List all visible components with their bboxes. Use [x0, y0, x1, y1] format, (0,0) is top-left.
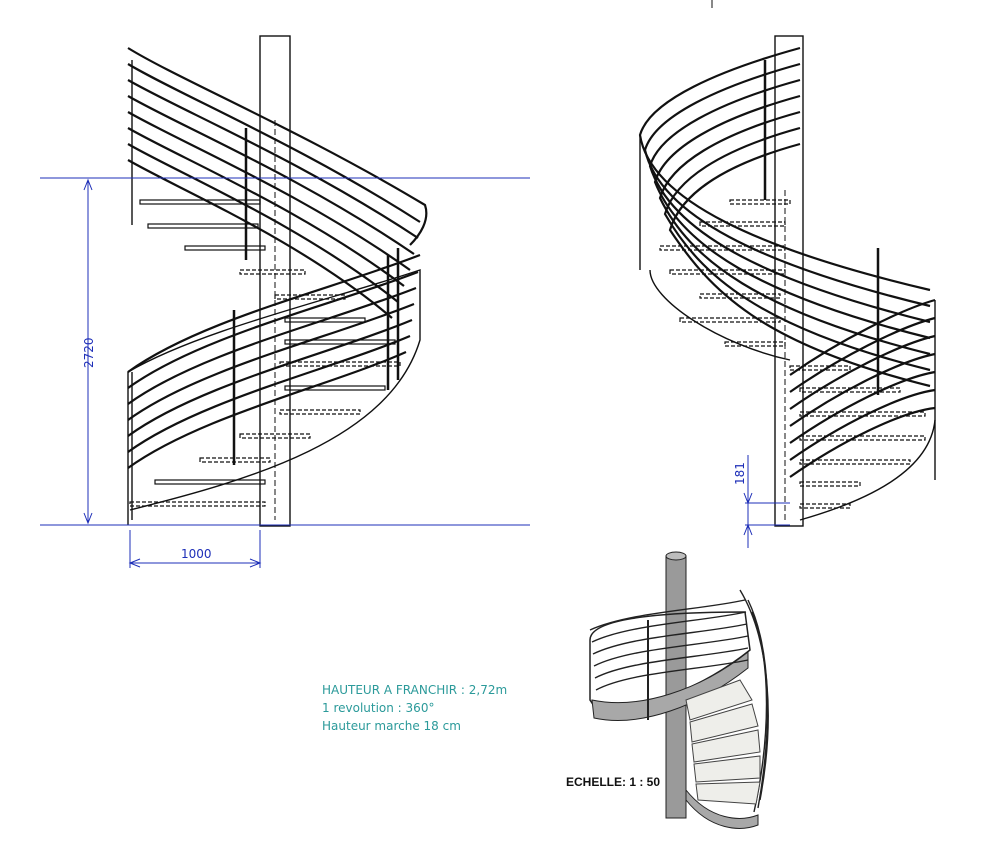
step-dimension-label: 181 [733, 462, 747, 485]
front-elevation [127, 35, 428, 527]
front-column [259, 35, 291, 527]
note-revolution: 1 revolution : 360° [322, 701, 434, 715]
note-step-height: Hauteur marche 18 cm [322, 719, 461, 733]
note-height: HAUTEUR A FRANCHIR : 2,72m [322, 683, 507, 697]
scale-label: ECHELLE: 1 : 50 [566, 775, 660, 789]
width-dimension-label: 1000 [181, 547, 212, 561]
notes-block: HAUTEUR A FRANCHIR : 2,72m 1 revolution … [322, 683, 507, 733]
front-lower-rails [127, 253, 421, 469]
side-elevation [638, 35, 936, 527]
front-stringer [127, 269, 421, 525]
height-dimension-label: 2720 [82, 337, 96, 368]
step-dimension [743, 455, 790, 548]
side-upper-rails [638, 46, 931, 388]
dimension-lines [40, 177, 530, 568]
iso-column [665, 555, 687, 819]
isometric-view [589, 551, 769, 829]
front-upper-rails [127, 47, 428, 319]
side-lower-rails [789, 298, 936, 478]
front-steps [129, 199, 401, 507]
side-steps [659, 199, 926, 509]
side-column [774, 35, 804, 527]
